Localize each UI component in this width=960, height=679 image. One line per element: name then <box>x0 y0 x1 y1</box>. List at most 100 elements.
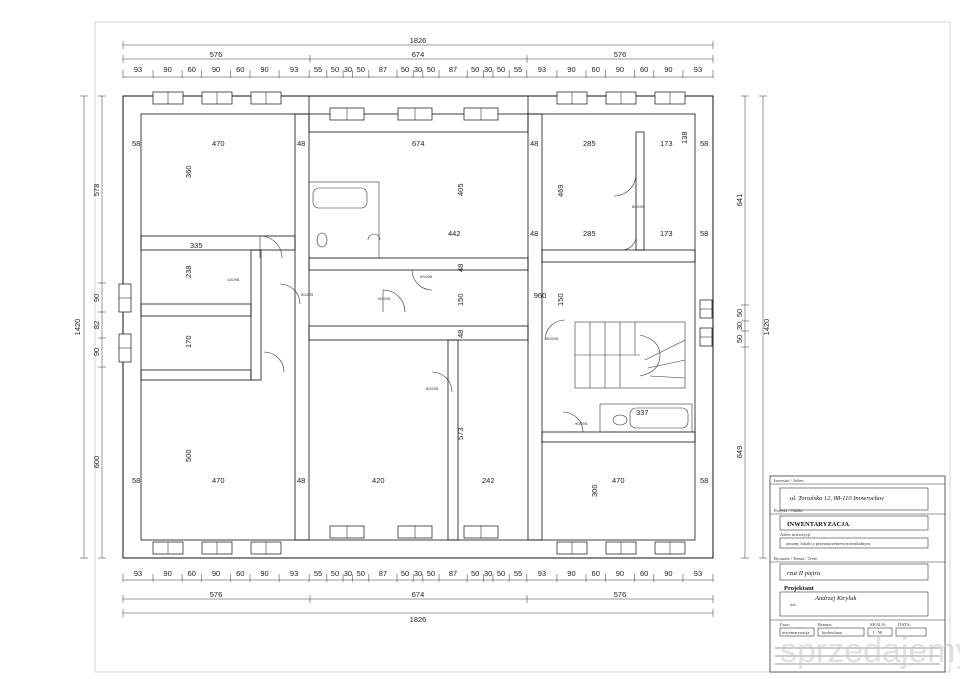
dim-top-total: 1826 <box>410 36 427 45</box>
dim-segment-label: 60 <box>640 569 648 578</box>
sheet-frame <box>94 21 951 673</box>
dim-segment-label: 90 <box>567 569 575 578</box>
label-238: 238 <box>184 265 193 278</box>
dim-segment-label: 50 <box>497 65 505 74</box>
label-173-a: 173 <box>660 139 673 148</box>
dim-segment-label: 93 <box>290 65 298 74</box>
dim-segment-label: 50 <box>401 569 409 578</box>
tb-project-name: INWENTARYZACJA <box>787 521 849 528</box>
dim-bottom-right: 576 <box>614 590 627 599</box>
tb-date-label: DATA: <box>898 622 911 627</box>
windows <box>118 91 713 555</box>
staircase <box>574 321 686 389</box>
label-58-e: 58 <box>700 476 708 485</box>
dim-segment-label: 90 <box>567 65 575 74</box>
label-573: 573 <box>456 427 465 440</box>
label-469: 469 <box>556 184 565 197</box>
label-300: 300 <box>590 484 599 497</box>
door-tag-5: 90/205 <box>575 421 588 426</box>
dim-segment-label: 87 <box>379 65 387 74</box>
label-48-c: 48 <box>530 229 538 238</box>
door-tag-1: 80/205 <box>632 204 645 209</box>
label-173-b: 173 <box>660 229 673 238</box>
dim-top-mid: 674 <box>412 50 425 59</box>
label-48-a: 48 <box>297 139 305 148</box>
left-dimensions: 1420 578 90 82 90 600 <box>73 95 106 559</box>
dim-segment-label: 60 <box>188 569 196 578</box>
dim-top-left: 576 <box>210 50 223 59</box>
door-tag-8: 90/205 <box>420 274 433 279</box>
tb-scale-value: 1 : 50 <box>872 630 883 635</box>
dim-segment-label: 90 <box>616 569 624 578</box>
dim-segment-label: 50 <box>357 569 365 578</box>
label-150-a: 150 <box>456 293 465 306</box>
dim-segment-label: 93 <box>134 569 142 578</box>
dim-segment-label: 93 <box>538 569 546 578</box>
title-block: Inwestor / Adres ul. Toruńska 12, 88-110… <box>769 475 946 673</box>
label-337: 337 <box>636 408 649 417</box>
door-tag-6: 80/205 <box>546 336 559 341</box>
tb-investor-label: Inwestor / Adres <box>774 478 804 483</box>
doors <box>259 173 637 433</box>
dim-segment-label: 50 <box>331 65 339 74</box>
dim-segment-label: 30 <box>344 569 352 578</box>
bathroom-bottom <box>599 403 693 433</box>
dim-right-5: 649 <box>735 446 744 459</box>
dim-left-2: 90 <box>92 294 101 302</box>
label-138: 138 <box>680 131 689 144</box>
label-150-b: 150 <box>556 293 565 306</box>
door-tag-2: 90/205 <box>301 292 314 297</box>
dim-left-3: 82 <box>92 321 101 329</box>
top-dimensions: 1826 576 674 576 <box>122 36 714 78</box>
dim-segment-label: 50 <box>427 569 435 578</box>
dim-segment-label: 93 <box>290 569 298 578</box>
label-58-c: 58 <box>700 229 708 238</box>
dim-segment-label: 30 <box>414 569 422 578</box>
dim-right-3: 30 <box>735 322 744 330</box>
label-48-f: 48 <box>297 476 305 485</box>
label-470-c: 470 <box>612 476 625 485</box>
dim-left-4: 90 <box>92 348 101 356</box>
tb-drawing-label: Rysunek / Temat / Treść <box>774 556 817 561</box>
door-tag-4: 120/98 <box>227 277 240 282</box>
dim-segment-label: 93 <box>538 65 546 74</box>
dim-segment-label: 60 <box>236 569 244 578</box>
dim-segment-label: 87 <box>379 569 387 578</box>
dim-left-total: 1420 <box>73 319 82 336</box>
dim-segment-label: 50 <box>401 65 409 74</box>
label-360: 360 <box>184 165 193 178</box>
dim-left-5: 600 <box>92 456 101 469</box>
tb-stage-label: Faza: <box>780 622 790 627</box>
tb-stage-value: inwentaryzacja <box>782 630 809 635</box>
label-48-d: 48 <box>456 264 465 272</box>
dim-segment-label: 93 <box>694 569 702 578</box>
label-470-b: 470 <box>212 476 225 485</box>
dim-segment-label: 60 <box>592 65 600 74</box>
dim-segment-label: 60 <box>592 569 600 578</box>
label-335: 335 <box>190 241 203 250</box>
label-170: 170 <box>184 335 193 348</box>
dim-segment-label: 90 <box>260 65 268 74</box>
door-tag-7: 90/205 <box>378 296 391 301</box>
room-dimension-labels: 58 470 48 674 48 285 173 58 360 405 469 … <box>132 131 708 497</box>
dim-segment-label: 55 <box>314 569 322 578</box>
dim-segment-label: 30 <box>484 569 492 578</box>
dim-segment-label: 55 <box>514 65 522 74</box>
label-470-a: 470 <box>212 139 225 148</box>
dim-segment-label: 30 <box>414 65 422 74</box>
bathroom-top <box>308 181 381 259</box>
label-500: 500 <box>184 449 193 462</box>
dim-segment-label: 87 <box>449 569 457 578</box>
door-tags: 80/205 90/205 80/205 120/98 90/205 80/20… <box>227 204 645 426</box>
tb-branch-label: Branża: <box>818 622 832 627</box>
tb-branch-value: budowlana <box>822 630 842 635</box>
dim-bottom-left: 576 <box>210 590 223 599</box>
dim-segment-label: 90 <box>163 569 171 578</box>
dim-segment-label: 93 <box>134 65 142 74</box>
label-420: 420 <box>372 476 385 485</box>
dim-segment-label: 55 <box>514 569 522 578</box>
label-285-b: 285 <box>583 229 596 238</box>
dim-bottom-total: 1826 <box>410 615 427 624</box>
dim-segment-label: 55 <box>314 65 322 74</box>
